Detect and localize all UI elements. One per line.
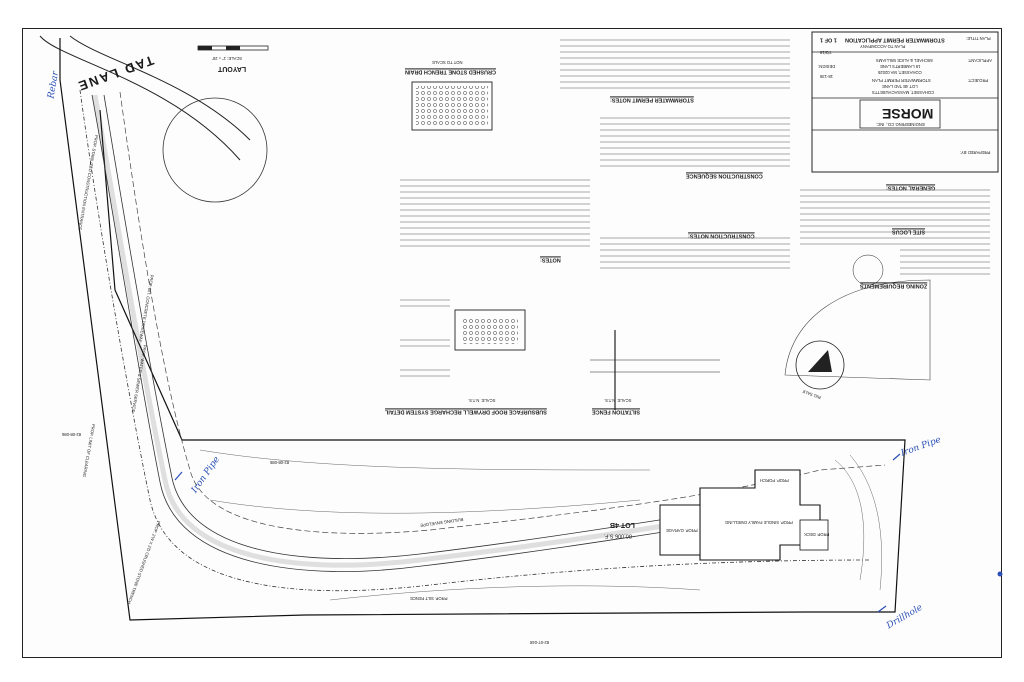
title-block-border: [811, 31, 999, 173]
contour: [834, 459, 865, 581]
trench-drain-detail: [411, 81, 493, 131]
garage-footprint: [659, 504, 701, 556]
dwelling-footprint: [699, 469, 821, 561]
deck-footprint: [799, 519, 829, 551]
drywell-detail: [454, 309, 526, 351]
road-edge: [69, 35, 251, 141]
firm-logo-box: [859, 99, 941, 129]
iron-pipe-mark: [892, 453, 901, 461]
cul-de-sac: [162, 97, 268, 203]
iron-pipe-mark: [174, 471, 183, 481]
contour: [329, 585, 701, 601]
limit-clearing-line: [119, 91, 886, 534]
driveway: [92, 94, 701, 568]
contour: [209, 499, 641, 514]
contour: [849, 454, 882, 591]
contour: [199, 449, 651, 471]
north-arrow: [795, 340, 845, 390]
driveway-edge: [91, 94, 703, 572]
drillhole-mark: [877, 605, 887, 613]
pen-dot: [997, 571, 1003, 577]
site-locus-map: [852, 254, 884, 286]
road-edge: [39, 35, 241, 161]
property-line: [59, 38, 906, 621]
silt-fence-line: [79, 89, 871, 592]
driveway-edge: [103, 94, 699, 559]
